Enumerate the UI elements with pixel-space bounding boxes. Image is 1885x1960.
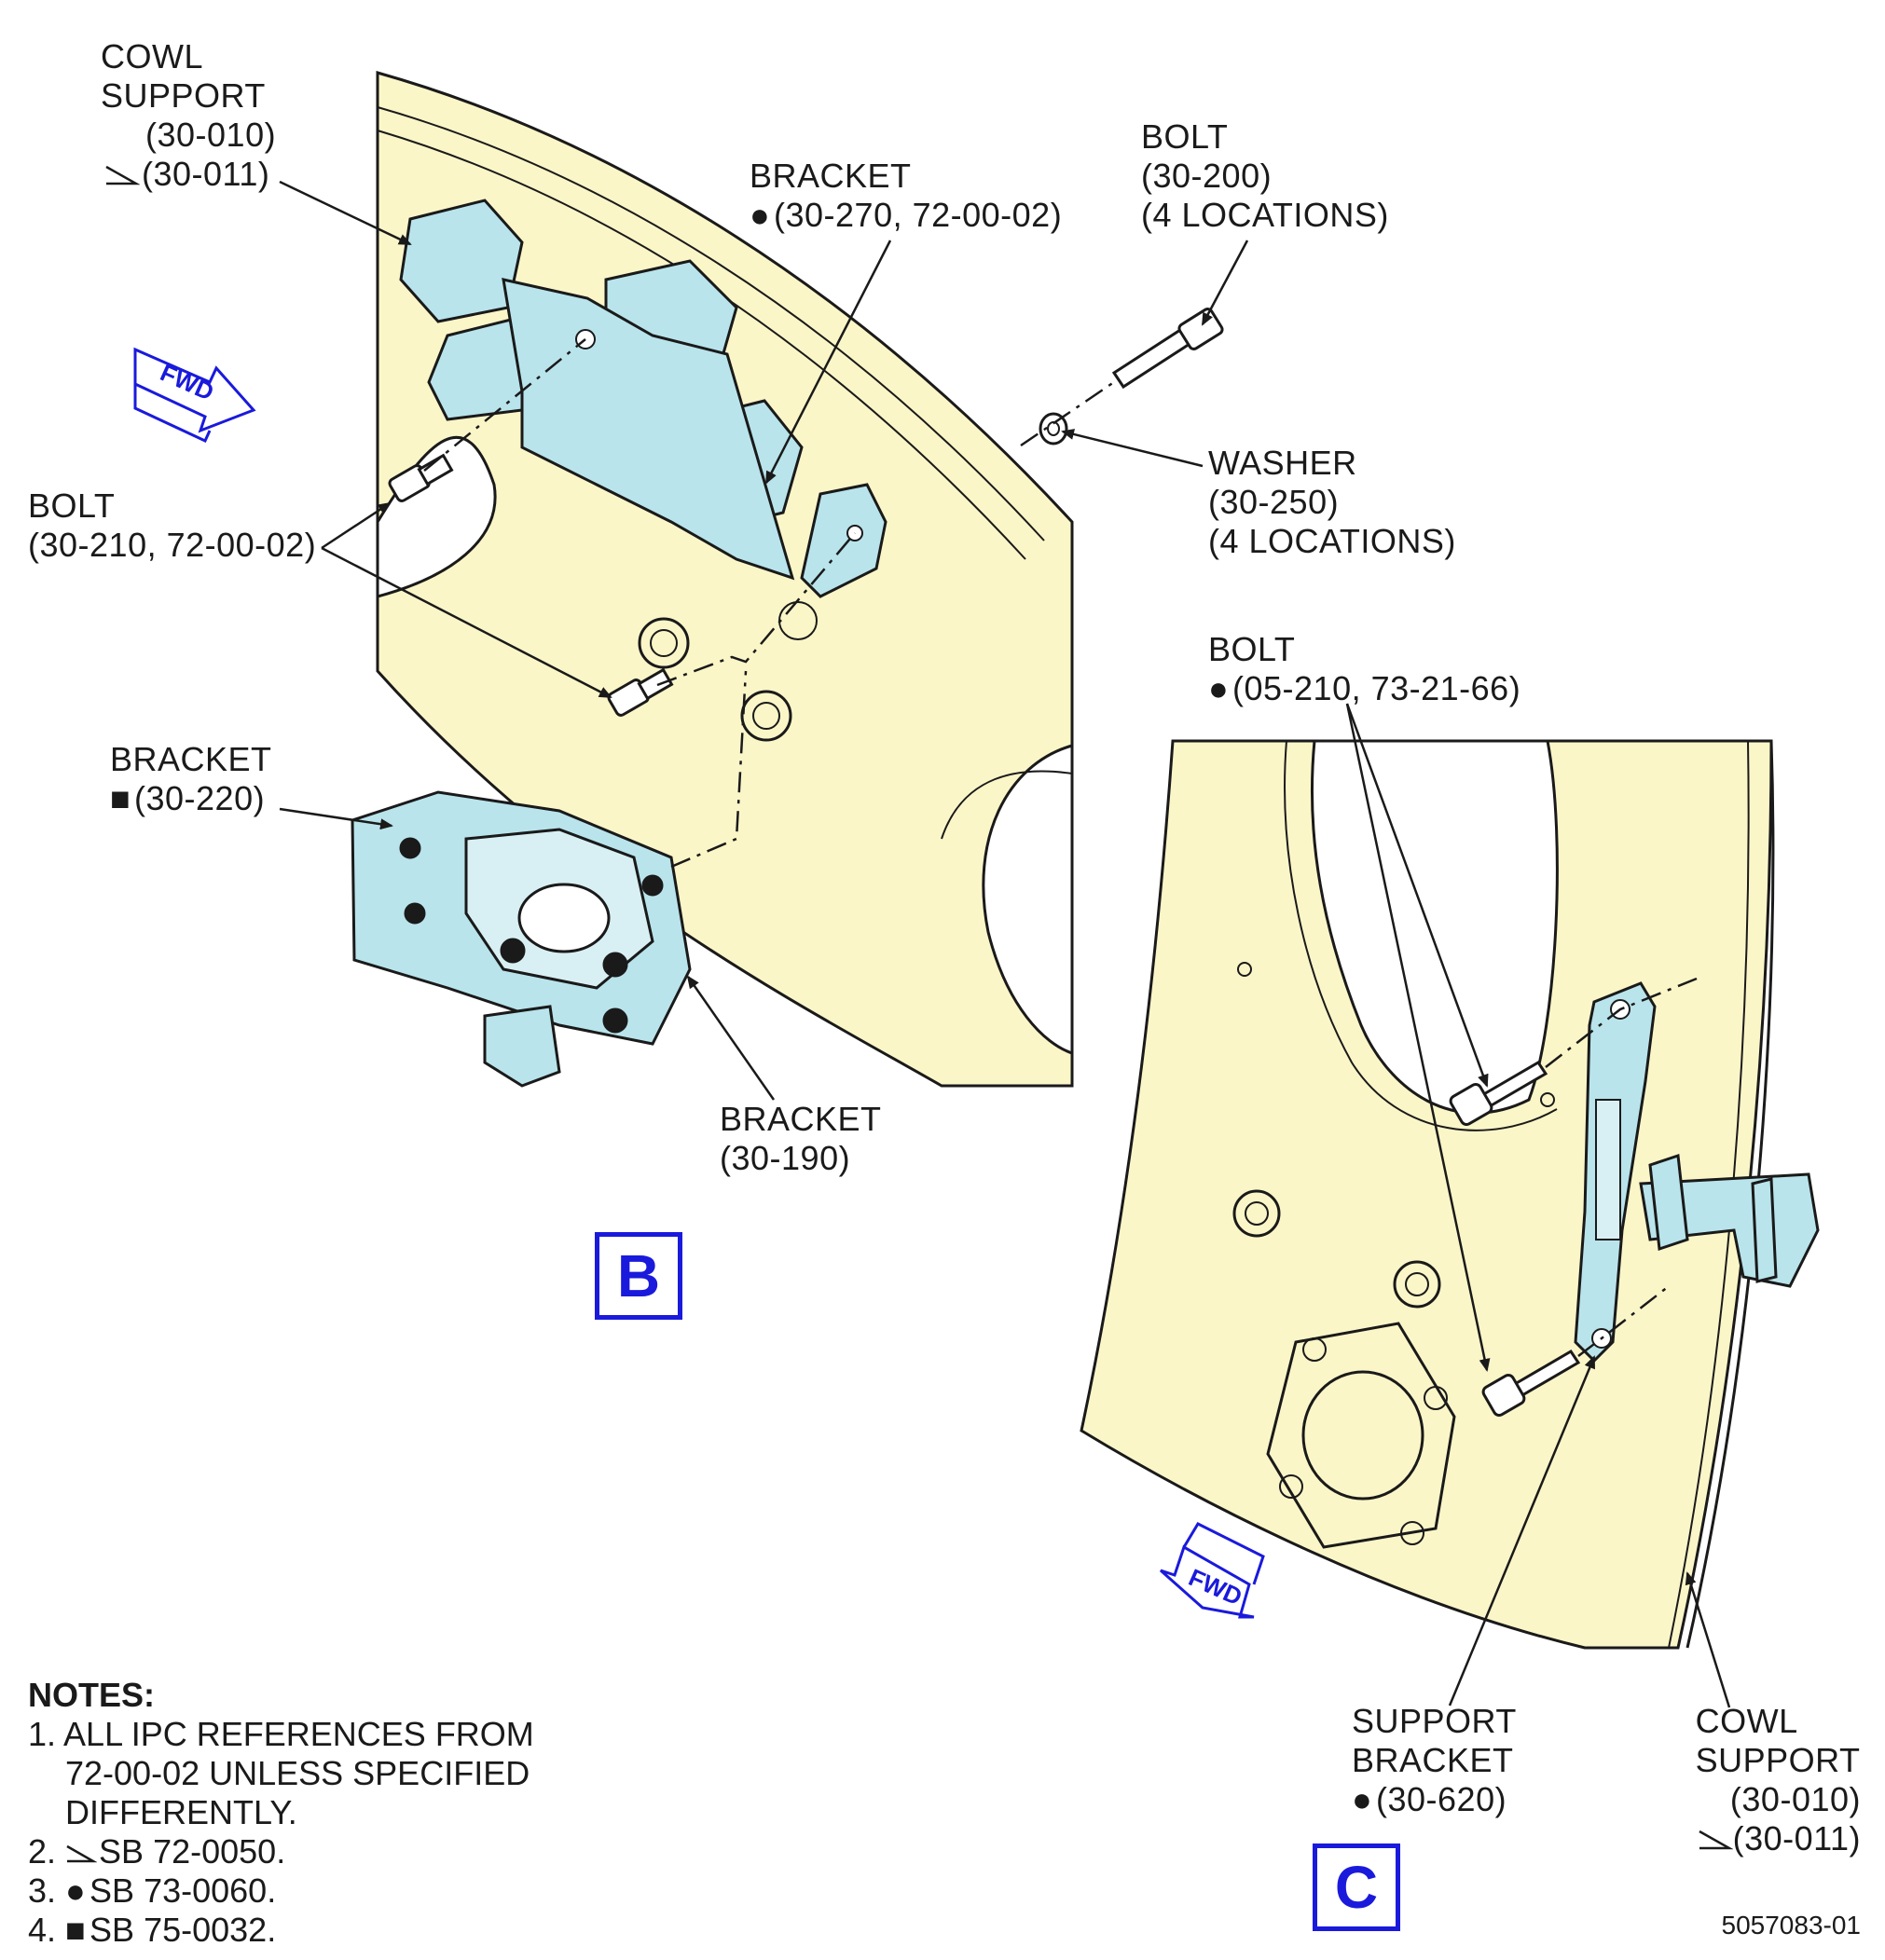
centerlines-view-b: [423, 338, 1115, 869]
label-bracket-30-190: BRACKET (30-190): [720, 1100, 882, 1177]
bracket-assembly-30-220-30-190: [351, 790, 692, 1088]
label-support-bracket-30-620: SUPPORT BRACKET ●(30-620): [1352, 1702, 1517, 1818]
triangle-flag-icon: [65, 1832, 99, 1871]
label-cowl-support-bottom: COWL SUPPORT (30-010) (30-011): [1695, 1702, 1861, 1858]
bracket-30-270: [502, 278, 887, 598]
fwd-arrow-icon-c: FWD: [1160, 1522, 1265, 1619]
label-cowl-support-top: COWL SUPPORT (30-010) (30-011): [101, 37, 277, 194]
note-3: 3. ●SB 73-0060.: [28, 1871, 277, 1910]
centerlines-view-c: [1545, 977, 1698, 1357]
filled-circle-icon: ●: [1208, 669, 1230, 707]
filled-circle-icon: ●: [750, 196, 771, 234]
fwd-arrow-icon-b: FWD: [133, 347, 256, 443]
notes-block: NOTES: 1. ALL IPC REFERENCES FROM 72-00-…: [28, 1676, 534, 1950]
cowl-support-view-c: [1639, 1153, 1820, 1288]
document-number: 5057083-01: [1721, 1911, 1861, 1939]
label-bolt-30-200: BOLT (30-200) (4 LOCATIONS): [1141, 117, 1389, 234]
filled-square-icon: ■: [110, 779, 131, 817]
note-1-line-2: 72-00-02 UNLESS SPECIFIED: [65, 1754, 530, 1792]
view-label-b: B: [595, 1232, 682, 1320]
label-bolt-30-210: BOLT (30-210, 72-00-02): [28, 487, 317, 564]
note-2: 2. SB 72-0050.: [28, 1832, 286, 1871]
label-bracket-30-270: BRACKET ●(30-270, 72-00-02): [750, 157, 1063, 234]
leader-lines: [279, 180, 1731, 1708]
note-1: 1. ALL IPC REFERENCES FROM: [28, 1715, 534, 1753]
triangle-flag-icon: [104, 155, 142, 194]
notes-title: NOTES:: [28, 1676, 156, 1714]
label-washer-30-250: WASHER (30-250) (4 LOCATIONS): [1208, 444, 1456, 560]
view-label-c: C: [1313, 1843, 1400, 1931]
washer-30-250: [1039, 412, 1068, 445]
bolt-30-210: [388, 453, 674, 717]
filled-circle-icon: ●: [1352, 1780, 1373, 1818]
triangle-flag-icon: [1696, 1819, 1734, 1858]
note-4: 4. ■SB 75-0032.: [28, 1911, 277, 1949]
label-bolt-05-210: BOLT ●(05-210, 73-21-66): [1208, 630, 1521, 707]
note-1-line-3: DIFFERENTLY.: [65, 1793, 297, 1831]
bolt-30-200: [1111, 308, 1224, 390]
filled-circle-icon: ●: [65, 1871, 86, 1910]
bolt-05-210: [1449, 1060, 1581, 1418]
filled-square-icon: ■: [65, 1911, 86, 1949]
label-bracket-30-220: BRACKET ■(30-220): [110, 740, 272, 817]
